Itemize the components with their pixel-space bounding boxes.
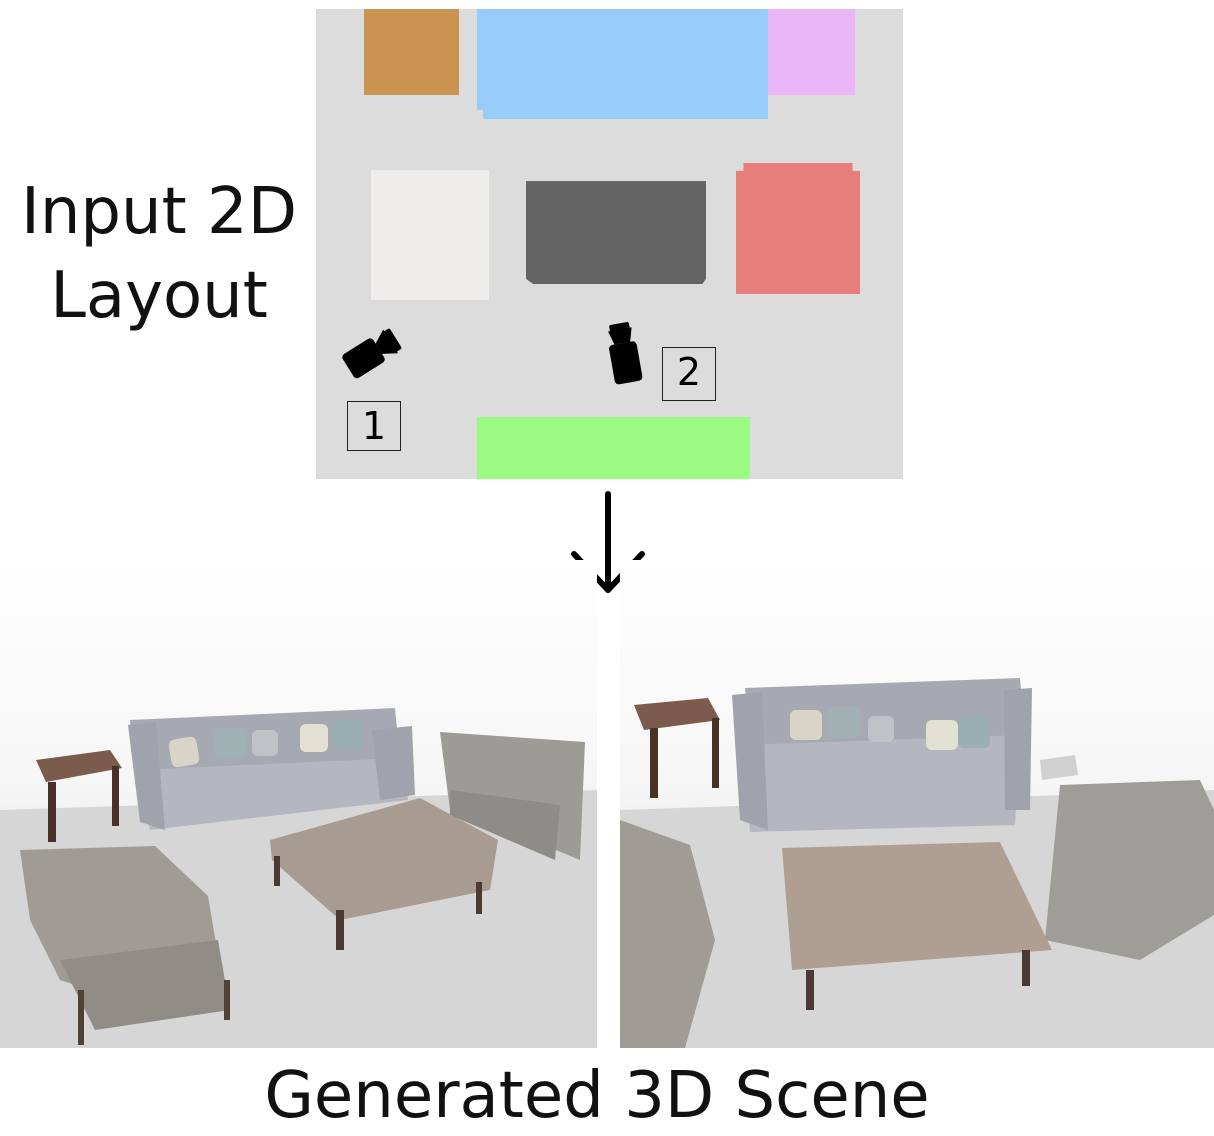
coffee-table bbox=[782, 842, 1052, 1010]
sofa-block-lower bbox=[483, 107, 768, 119]
coffee-table bbox=[270, 798, 498, 950]
ottoman-right bbox=[1040, 755, 1214, 960]
armchair-left bbox=[20, 846, 230, 1045]
armchair-right bbox=[440, 732, 585, 860]
camera-1-label: 1 bbox=[347, 401, 401, 451]
render-view-1 bbox=[0, 560, 597, 1048]
front-block bbox=[477, 417, 750, 479]
armchair-left bbox=[620, 820, 715, 1048]
input-layout-label-line2: Layout bbox=[50, 259, 268, 333]
video-camera-icon bbox=[608, 322, 643, 385]
side-table bbox=[36, 750, 122, 842]
sofa-block bbox=[477, 9, 768, 110]
sofa bbox=[128, 708, 415, 830]
sofa bbox=[732, 678, 1032, 832]
armchair-left-block bbox=[371, 170, 489, 300]
armchair-right-block bbox=[736, 163, 860, 294]
render-view-2 bbox=[620, 560, 1214, 1048]
input-layout-label: Input 2D Layout bbox=[0, 170, 318, 338]
coffee-table-block bbox=[526, 181, 706, 284]
video-camera-icon bbox=[342, 328, 402, 379]
layout-panel: 1 2 bbox=[316, 9, 903, 479]
output-scene-label: Generated 3D Scene bbox=[264, 1059, 930, 1133]
input-layout-label-line1: Input 2D bbox=[20, 175, 298, 249]
camera-2-label: 2 bbox=[662, 347, 716, 401]
side-table bbox=[634, 698, 720, 798]
side-table-block bbox=[364, 9, 459, 95]
side-object-block bbox=[768, 9, 855, 95]
